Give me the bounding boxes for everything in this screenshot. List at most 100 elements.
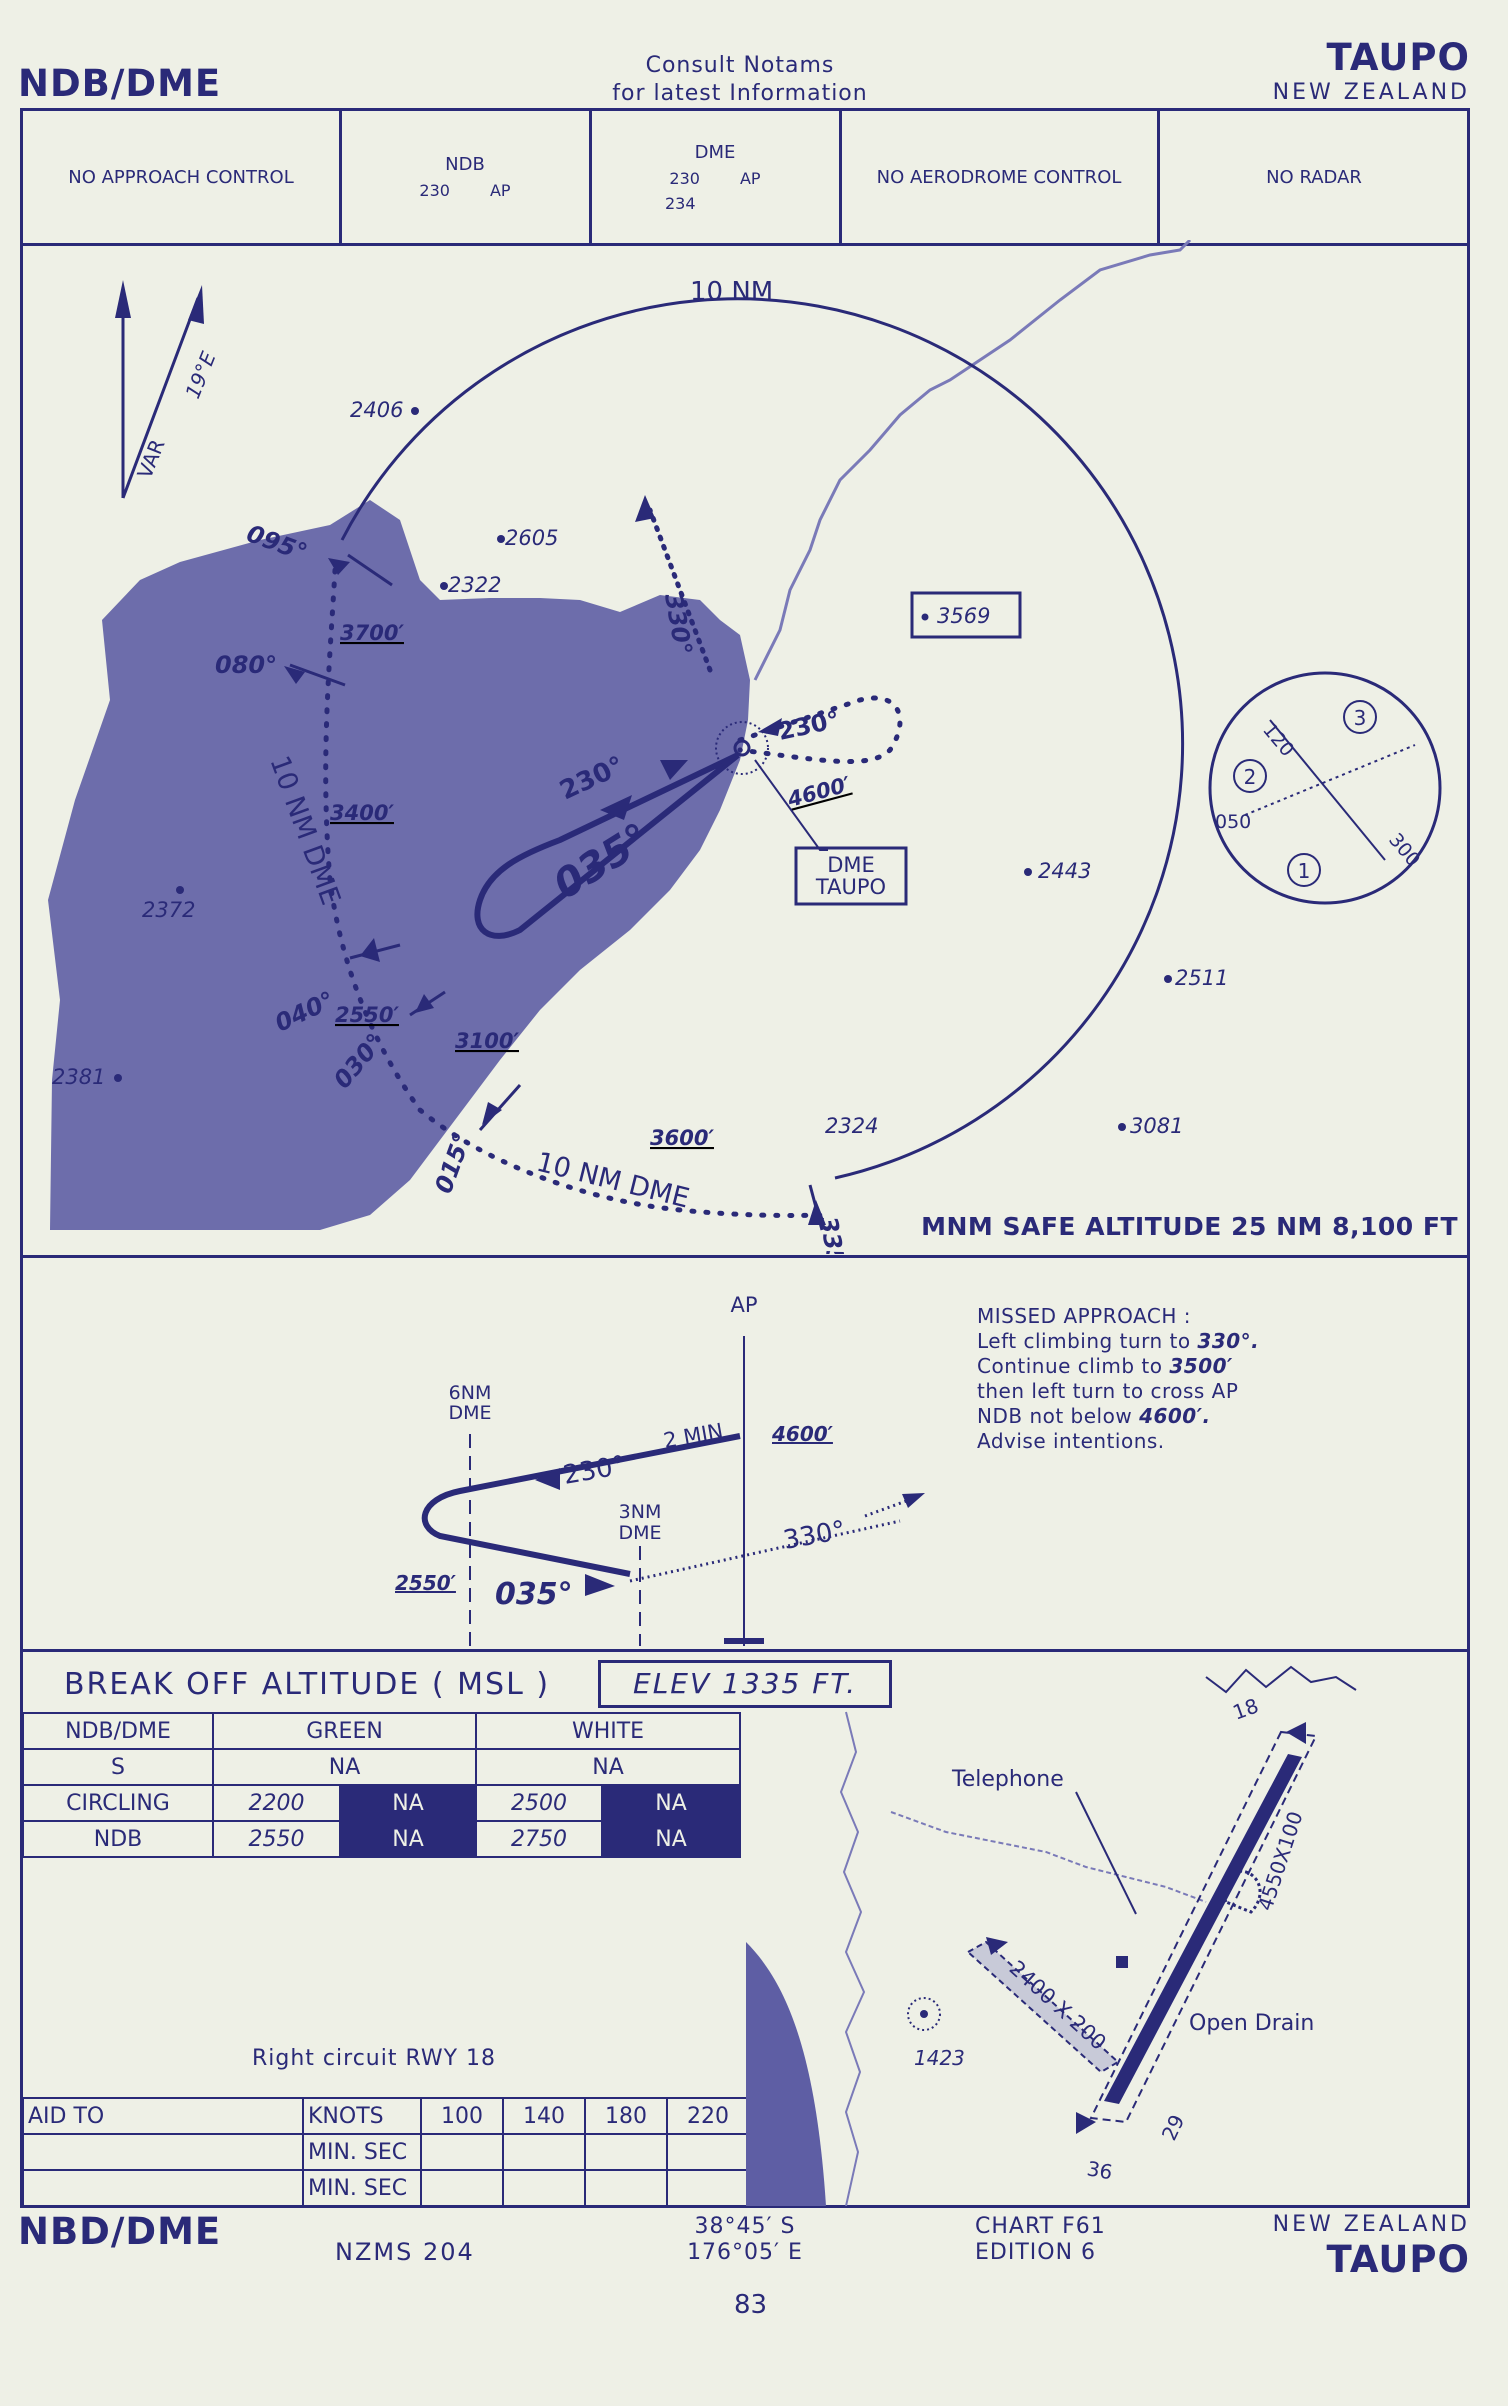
table-cell: MIN. SEC <box>302 2169 422 2207</box>
cross-runway-dims: 2400 X 200 <box>1005 1956 1111 2055</box>
spot-height: 2511 <box>1175 966 1228 990</box>
divider <box>23 1649 1467 1652</box>
table-cell: NA <box>212 1748 477 1786</box>
breakoff-title: BREAK OFF ALTITUDE ( MSL ) <box>63 1667 551 1702</box>
true-north-arrowhead <box>115 280 131 318</box>
table-cell: MIN. SEC <box>302 2133 422 2171</box>
radial-arrowheads <box>284 558 826 1225</box>
footer-coordinates: 38°45′ S 176°05′ E <box>620 2214 870 2266</box>
dme-station-line1: DME <box>827 853 875 877</box>
profile-outbound: 230° <box>561 1450 628 1490</box>
footer-edition: EDITION 6 <box>975 2240 1097 2265</box>
ndb-ident: AP <box>489 181 511 200</box>
three-nm-line1: 3NM <box>619 1501 662 1523</box>
divider <box>23 1255 1467 1258</box>
open-drain-label: Open Drain <box>1189 2011 1314 2036</box>
ap-label: AP <box>730 1293 757 1317</box>
ndb-cell: NDB 230 AP <box>341 111 589 243</box>
dme-channel: 234 <box>665 193 696 213</box>
divider <box>339 111 342 243</box>
table-cell: NDB <box>22 1820 214 1858</box>
segment-altitude: 3600′ <box>650 1126 714 1150</box>
table-row: NDB 2550 NA 2750 NA <box>22 1820 741 1858</box>
entry-number-2: 2 <box>1244 765 1257 789</box>
stream <box>839 1711 866 2206</box>
table-row: CIRCLING 2200 NA 2500 NA <box>22 1784 741 1822</box>
breakoff-table: NDB/DME GREEN WHITE S NA NA CIRCLING 220… <box>22 1712 741 1858</box>
dme-frequency: 230 <box>669 168 700 188</box>
segment-altitude: 3400′ <box>330 801 394 825</box>
missed-approach-track <box>647 507 713 673</box>
spot-heights: 2406 2605 2322 3569 2443 2372 2511 2381 … <box>52 398 1228 1138</box>
missed-line5: Advise intentions. <box>977 1429 1165 1453</box>
radial-080: 080° <box>215 651 277 679</box>
page-number: 83 <box>734 2290 768 2320</box>
entry-number-1: 1 <box>1298 859 1311 883</box>
circuit-note: Right circuit RWY 18 <box>252 2046 497 2071</box>
missed-approach-text: MISSED APPROACH : Left climbing turn to … <box>977 1304 1259 1454</box>
footer-procedure: NBD/DME <box>18 2210 222 2253</box>
var-label: VAR <box>132 436 169 482</box>
runway-29: 29 <box>1157 2111 1190 2144</box>
footer-chart: CHART F61 EDITION 6 <box>975 2214 1106 2266</box>
spot-height: 2406 <box>350 398 403 422</box>
city-title: TAUPO <box>1326 36 1470 79</box>
ndb-label: NDB <box>445 154 485 175</box>
table-cell: KNOTS <box>302 2097 422 2135</box>
table-cell: NA <box>475 1748 741 1786</box>
drain <box>890 1811 1207 1903</box>
table-cell: NA <box>339 1820 477 1858</box>
circle-label: 10 NM <box>690 277 773 307</box>
spot-height: 3081 <box>1130 1114 1183 1138</box>
dme-station-box <box>794 846 908 906</box>
table-cell: AID TO <box>22 2097 304 2135</box>
table-cell: 180 <box>584 2097 668 2135</box>
footer-city: TAUPO <box>1326 2238 1470 2281</box>
aerodrome-diagram: Telephone 18 36 29 4550X100 2400 X 200 O… <box>746 1665 1357 2206</box>
missed-line1-value: 330°. <box>1197 1329 1260 1353</box>
missed-line2: Continue climb to <box>977 1354 1170 1378</box>
aerodrome-spot-height: 1423 <box>914 2046 965 2070</box>
footer-country: NEW ZEALAND <box>1272 2212 1470 2237</box>
cross-runway <box>966 1940 1120 2074</box>
ndb-symbol <box>715 721 769 775</box>
divider <box>839 111 842 243</box>
table-cell: 140 <box>502 2097 586 2135</box>
entry-sector-050: 050 <box>1215 811 1251 833</box>
procedure-title: NDB/DME <box>18 62 222 105</box>
waikato-river <box>753 240 1192 681</box>
entry-sector-300: 300 <box>1384 829 1424 871</box>
ndb-frequency: 230 <box>419 181 450 200</box>
table-row: NDB/DME GREEN WHITE <box>22 1712 741 1750</box>
profile-missed-track: 330° <box>781 1515 848 1555</box>
divider <box>1157 111 1160 243</box>
aerodrome-control-text: NO AERODROME CONTROL <box>876 166 1122 188</box>
profile-two-min: 2 MIN <box>662 1419 725 1453</box>
table-row: MIN. SEC <box>22 2133 750 2171</box>
footer-nzms: NZMS 204 <box>335 2238 475 2266</box>
profile-inbound: 035° <box>495 1577 573 1612</box>
table-header: NDB/DME <box>22 1712 214 1750</box>
missed-line1: Left climbing turn to <box>977 1329 1198 1353</box>
spot-height: 2324 <box>825 1114 878 1138</box>
approach-control-text: NO APPROACH CONTROL <box>68 166 294 188</box>
six-nm-line2: DME <box>448 1402 491 1424</box>
footer-latitude: 38°45′ S <box>694 2214 796 2239</box>
var-value: 19°E <box>180 348 220 402</box>
holding-in: 230° <box>775 706 842 746</box>
profile-alt-2550: 2550′ <box>395 1571 457 1595</box>
approach-track <box>474 752 740 939</box>
table-cell: 100 <box>420 2097 504 2135</box>
spot-height: 2322 <box>448 573 501 597</box>
missed-title: MISSED APPROACH : <box>977 1304 1191 1328</box>
main-runway <box>1089 1730 1318 2124</box>
aerodrome-control-cell: NO AERODROME CONTROL <box>841 111 1157 243</box>
segment-altitude: 3100′ <box>455 1029 519 1053</box>
max-elevation-box <box>910 591 1022 639</box>
aid-table: AID TO KNOTS 100 140 180 220 MIN. SEC MI… <box>22 2097 750 2207</box>
missed-line4: NDB not below <box>977 1404 1140 1428</box>
elevation-box: ELEV 1335 FT. <box>598 1660 892 1708</box>
notam-note: Consult Notams for latest Information <box>560 52 920 108</box>
